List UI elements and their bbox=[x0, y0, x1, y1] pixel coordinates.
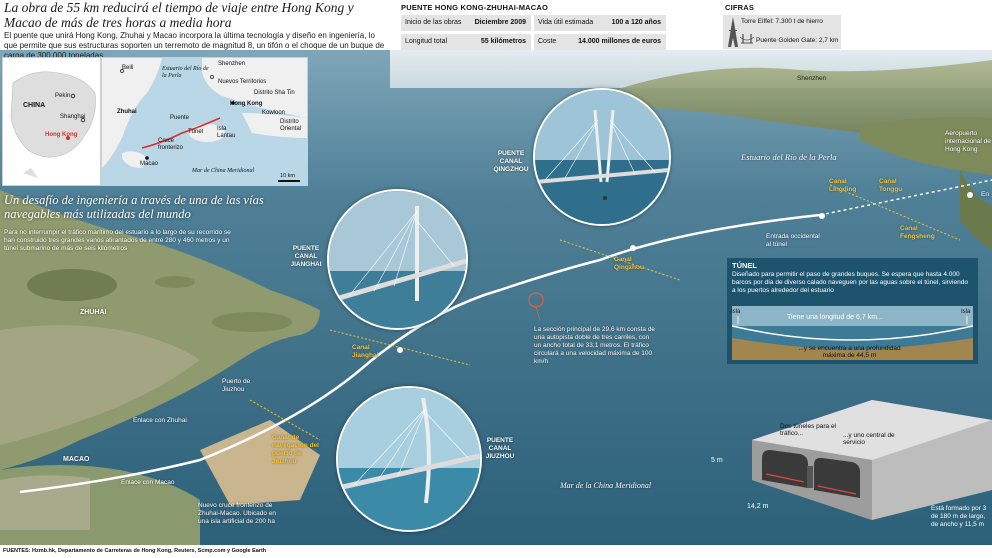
label-aeropuerto: Aeropuerto internacional de Hong Kong bbox=[945, 130, 991, 153]
label-estuario: Estuario del Río de la Perla bbox=[741, 152, 837, 162]
label-shenzhen: Shenzhen bbox=[797, 75, 827, 82]
fact-key: Vida útil estimada bbox=[538, 19, 594, 26]
map-mar: Mar de China Meridional bbox=[192, 168, 255, 174]
cifras-title: CIFRAS bbox=[725, 3, 755, 12]
map-hong-kong-detail: Hong Kong bbox=[230, 101, 263, 107]
bridge-jiuzhou-image bbox=[336, 386, 482, 532]
canal-fengsheng: Canal Fengsheng bbox=[900, 225, 935, 240]
label-mar: Mar de la China Meridional bbox=[560, 481, 652, 490]
tunnel-depth: ...y se encuentra a una profundidad máxi… bbox=[798, 345, 901, 359]
tunnel-profile-diagram bbox=[732, 306, 973, 360]
cable-bridge-icon bbox=[329, 191, 466, 328]
map-scale: 10 km bbox=[280, 173, 295, 179]
map-kowloon: Kowloon bbox=[262, 110, 286, 116]
headline: La obra de 55 km reducirá el tiempo de v… bbox=[4, 0, 354, 30]
cifra-eiffel: Torre Eiffel: 7.300 t de hierro bbox=[741, 18, 823, 25]
label-macao: MACAO bbox=[63, 456, 90, 463]
tunnel-panel: TÚNEL Diseñado para permitir el paso de … bbox=[727, 258, 978, 364]
eiffel-tower-icon bbox=[728, 17, 738, 47]
section-ancho-line: de ancho y 11,5 m bbox=[931, 521, 984, 528]
golden-gate-icon bbox=[740, 34, 754, 44]
fact-value: 14.000 millones de euros bbox=[578, 38, 661, 45]
canal-jianghai: Canal Jianghai bbox=[352, 344, 379, 359]
label-enlace-macao: Enlace con Macao bbox=[121, 479, 175, 486]
map-puente: Puente bbox=[170, 115, 190, 121]
tunnel-isla-left: Isla bbox=[731, 309, 741, 315]
section-dos-tuneles: Dos túneles para el tráfico... bbox=[780, 423, 837, 437]
canal-jiuzhou: Canal de navegación del puerto de Jiuzho… bbox=[272, 434, 319, 465]
bridge-jiuzhou-label: PUENTE CANAL JIUZHOU bbox=[485, 437, 515, 460]
china-outline-icon bbox=[10, 71, 96, 178]
fact-cell-life: Vida útil estimada 100 a 120 años bbox=[534, 15, 666, 31]
bridge-qingzhou-label: PUENTE CANAL QINGZHOU bbox=[493, 150, 529, 173]
fact-value: 100 a 120 años bbox=[611, 19, 661, 26]
label-entrada-tunel: Entrada occidental al túnel bbox=[766, 233, 820, 248]
bridge-jianghai-label: PUENTE CANAL JIANGHAI bbox=[290, 245, 322, 268]
fact-value: Diciembre 2009 bbox=[474, 19, 526, 26]
footer-band bbox=[0, 545, 992, 558]
map-nuevos: Nuevos Territorios bbox=[218, 79, 267, 85]
facts-title: PUENTE HONG KONG-ZHUHAI-MACAO bbox=[401, 3, 549, 12]
section-alto: 5 m bbox=[711, 457, 723, 464]
fact-key: Longitud total bbox=[405, 38, 448, 45]
map-macao: Macao bbox=[140, 161, 159, 167]
fact-key: Inicio de las obras bbox=[405, 19, 462, 26]
cable-bridge-icon bbox=[338, 388, 480, 530]
cifra-golden-gate: Puente Golden Gate: 2,7 km bbox=[756, 37, 839, 44]
intro-text: El puente que unirá Hong Kong, Zhuhai y … bbox=[4, 31, 385, 60]
tunnel-text: Diseñado para permitir el paso de grande… bbox=[732, 271, 968, 294]
tunnel-title: TÚNEL bbox=[732, 261, 757, 270]
tunnel-length: Tiene una longitud de 6,7 km... bbox=[787, 314, 883, 321]
detail-map: Estuario del Río de la Perla Beili Shenz… bbox=[101, 57, 308, 186]
fact-cell-start: Inicio de las obras Diciembre 2009 bbox=[401, 15, 531, 31]
map-pekin: Pekín bbox=[55, 93, 71, 99]
map-beili: Beili bbox=[122, 65, 134, 71]
map-tunel: Túnel bbox=[188, 129, 204, 135]
label-zhuhai: ZHUHAI bbox=[80, 309, 107, 316]
section-ancho: 14,2 m bbox=[747, 503, 769, 510]
map-estuario: Estuario del Río de la Perla bbox=[162, 66, 209, 79]
subheading-body: Para no interrumpir el tráfico marítimo … bbox=[4, 229, 231, 252]
map-hong-kong: Hong Kong bbox=[45, 132, 78, 138]
bridge-jianghai-image bbox=[327, 189, 468, 330]
section-formado-line: Está formado por 3 bbox=[931, 505, 987, 512]
cifras-box: Torre Eiffel: 7.300 t de hierro Puente G… bbox=[723, 15, 841, 49]
label-enlace-zhuhai: Enlace con Zhuhai bbox=[133, 417, 187, 424]
label-puerto-jiuzhou: Puerto de Jiuzhou bbox=[222, 378, 251, 393]
detail-map-land bbox=[102, 58, 307, 182]
fact-cell-cost: Coste 14.000 millones de euros bbox=[534, 34, 666, 50]
section-largo-line: de 180 m de largo, bbox=[931, 513, 986, 520]
fact-cell-length: Longitud total 55 kilómetros bbox=[401, 34, 531, 50]
canal-tonggu: Canal Tonggu bbox=[879, 178, 903, 193]
map-china: CHINA bbox=[23, 102, 46, 109]
section-central: ...y uno central de servicio bbox=[843, 432, 895, 446]
label-seccion-principal: La sección principal de 29,6 km consta d… bbox=[534, 326, 656, 365]
map-shanghai: Shanghai bbox=[60, 114, 86, 120]
map-shenzhen: Shenzhen bbox=[218, 61, 246, 67]
source-note: FUENTES: Hzmb.hk, Departamento de Carret… bbox=[3, 548, 267, 554]
section-formado: Está formado por 3 de 180 m de largo, de… bbox=[931, 505, 986, 529]
cable-bridge-icon bbox=[535, 90, 669, 224]
map-cruce: Cruce fronterizo bbox=[158, 138, 184, 151]
map-oriental: Distrito Oriental bbox=[280, 119, 302, 132]
fact-key: Coste bbox=[538, 38, 557, 45]
bridge-qingzhou-image bbox=[533, 88, 671, 226]
label-edge: En bbox=[981, 191, 989, 198]
label-cruce-fronterizo: Nuevo cruce fronterizo de Zhuhai-Macao. … bbox=[198, 502, 277, 525]
subheading: Un desafío de ingeniería a través de una… bbox=[4, 193, 264, 221]
tunnel-isla-right: Isla bbox=[961, 309, 971, 315]
map-zhuhai: Zhuhai bbox=[117, 109, 137, 115]
map-isla-lantau: Isla Lantau bbox=[217, 126, 236, 139]
map-sha-tin: Distrito Sha Tin bbox=[254, 90, 295, 96]
fact-value: 55 kilómetros bbox=[480, 38, 526, 45]
china-locator-map: CHINA Pekín Shanghai Hong Kong bbox=[2, 57, 101, 186]
canal-qingzhou: Canal Qingzhou bbox=[614, 256, 644, 271]
tunnel-cross-section bbox=[752, 400, 992, 520]
canal-lingding: Canal Lingding bbox=[829, 178, 857, 193]
